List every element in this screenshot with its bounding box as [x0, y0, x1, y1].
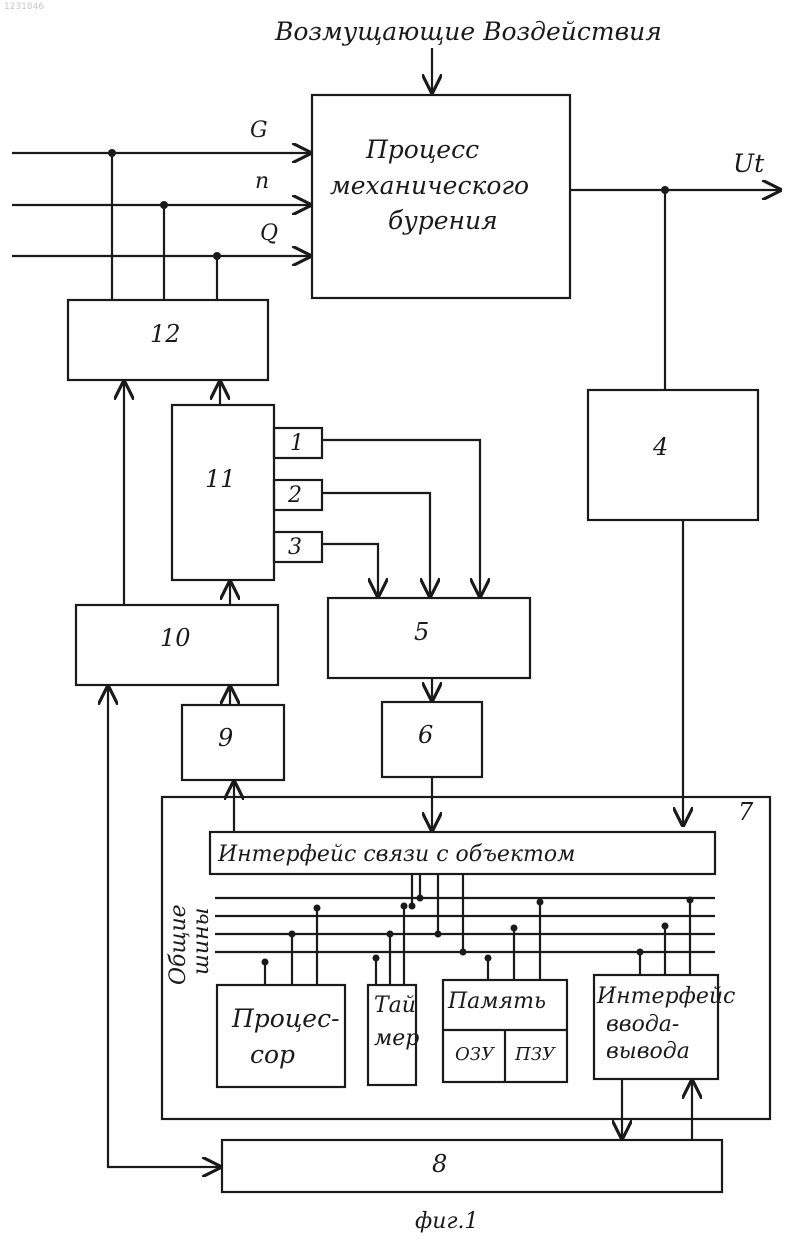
timer-line2: мер [374, 1026, 419, 1051]
document-id: 1231846 [4, 2, 44, 12]
block-4-label: 4 [652, 433, 668, 461]
processor-block [217, 985, 345, 1087]
figure-caption: фиг.1 [415, 1209, 479, 1234]
block-12-label: 12 [150, 320, 181, 348]
processor-line1: Процес- [231, 1004, 340, 1033]
cell-1-label: 1 [290, 431, 304, 456]
object-interface-label: Интерфейс связи с объектом [217, 842, 575, 867]
disturbances-label: Возмущающие Воздействия [274, 17, 662, 46]
rom-label: ПЗУ [514, 1044, 557, 1065]
cell-1-to-block-5 [322, 440, 480, 596]
block-7-label: 7 [738, 798, 754, 826]
memory-label: Память [447, 989, 546, 1014]
process-line2: механического [330, 171, 529, 200]
input-q-label: Q [260, 221, 278, 246]
process-line1: Процесс [365, 135, 479, 164]
block-11-label: 11 [205, 465, 236, 493]
block-8 [222, 1140, 722, 1192]
buses-label-line1: Общие [166, 904, 191, 985]
input-n-label: n [255, 169, 269, 194]
output-label: Ut [733, 149, 765, 178]
block-6-label: 6 [418, 721, 433, 749]
buses-label-line2: шины [189, 908, 214, 975]
block-10-label: 10 [160, 624, 191, 652]
io-line2: ввода- [606, 1012, 679, 1037]
io-line1: Интерфейс [596, 984, 735, 1009]
ram-label: ОЗУ [455, 1044, 496, 1065]
cell-2-label: 2 [287, 483, 302, 508]
cell-3-label: 3 [288, 535, 302, 560]
block-9-label: 9 [218, 724, 233, 752]
block-4 [588, 390, 758, 520]
block-5-label: 5 [414, 618, 429, 646]
timer-line1: Тай [374, 993, 416, 1018]
cell-3-to-block-5 [322, 544, 378, 596]
processor-line2: сор [250, 1040, 295, 1069]
io-line3: вывода [606, 1039, 690, 1064]
block-8-label: 8 [432, 1150, 447, 1178]
input-g-label: G [250, 118, 268, 143]
process-line3: бурения [388, 206, 498, 235]
